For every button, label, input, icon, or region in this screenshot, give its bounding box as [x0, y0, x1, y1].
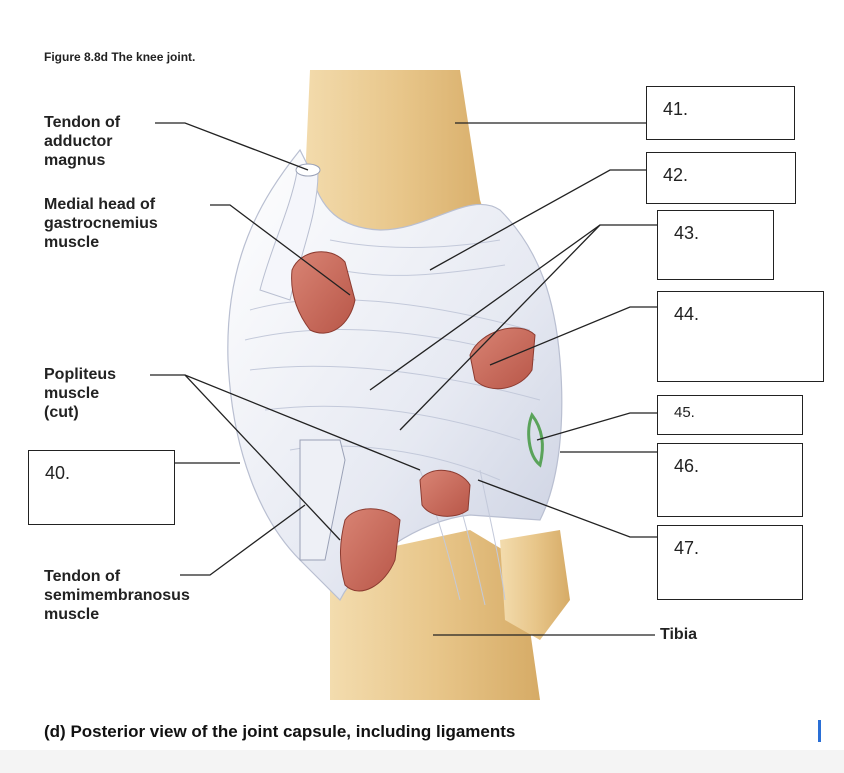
gastrocnemius-muscle	[291, 251, 356, 334]
label-semimembranosus-tendon: Tendon of semimembranosus muscle	[44, 568, 190, 623]
answer-box-47-number: 47.	[674, 538, 700, 558]
caption-letter: (d)	[44, 722, 66, 741]
semimembranosus-tendon	[299, 439, 346, 561]
label-popliteus-muscle: Popliteus muscle (cut)	[44, 366, 117, 421]
popliteus-muscle	[419, 469, 471, 517]
answer-box-41-number: 41.	[663, 99, 689, 119]
answer-box-45-number: 45.	[674, 404, 695, 421]
lateral-muscle	[469, 327, 536, 390]
semimembranosus-muscle	[339, 508, 401, 592]
fibula-bone	[500, 530, 570, 640]
answer-box-46[interactable]: 46.	[657, 443, 803, 517]
answer-box-45[interactable]: 45.	[657, 395, 803, 435]
answer-box-44[interactable]: 44.	[657, 291, 824, 382]
label-gastrocnemius-medial-head: Medial head of gastrocnemius muscle	[44, 196, 158, 251]
answer-box-47[interactable]: 47.	[657, 525, 803, 600]
green-ligament	[527, 411, 544, 468]
text-cursor	[818, 720, 821, 742]
answer-box-43-number: 43.	[674, 223, 700, 243]
label-adductor-magnus-tendon: Tendon of adductor magnus	[44, 114, 121, 169]
bottom-band	[0, 750, 844, 773]
answer-box-44-number: 44.	[674, 304, 700, 324]
answer-box-42[interactable]: 42.	[646, 152, 796, 204]
answer-box-43[interactable]: 43.	[657, 210, 774, 280]
answer-box-40-number: 40.	[45, 463, 71, 483]
answer-box-40[interactable]: 40.	[28, 450, 175, 525]
caption-text: Posterior view of the joint capsule, inc…	[70, 722, 516, 741]
leader-lines	[150, 122, 657, 636]
answer-box-42-number: 42.	[663, 165, 689, 185]
answer-box-46-number: 46.	[674, 456, 700, 476]
adductor-tendon	[259, 171, 319, 301]
answer-box-41[interactable]: 41.	[646, 86, 795, 140]
figure-caption: (d) Posterior view of the joint capsule,…	[44, 722, 515, 742]
label-tibia: Tibia	[660, 626, 698, 643]
figure-title: Figure 8.8d The knee joint.	[44, 50, 196, 64]
